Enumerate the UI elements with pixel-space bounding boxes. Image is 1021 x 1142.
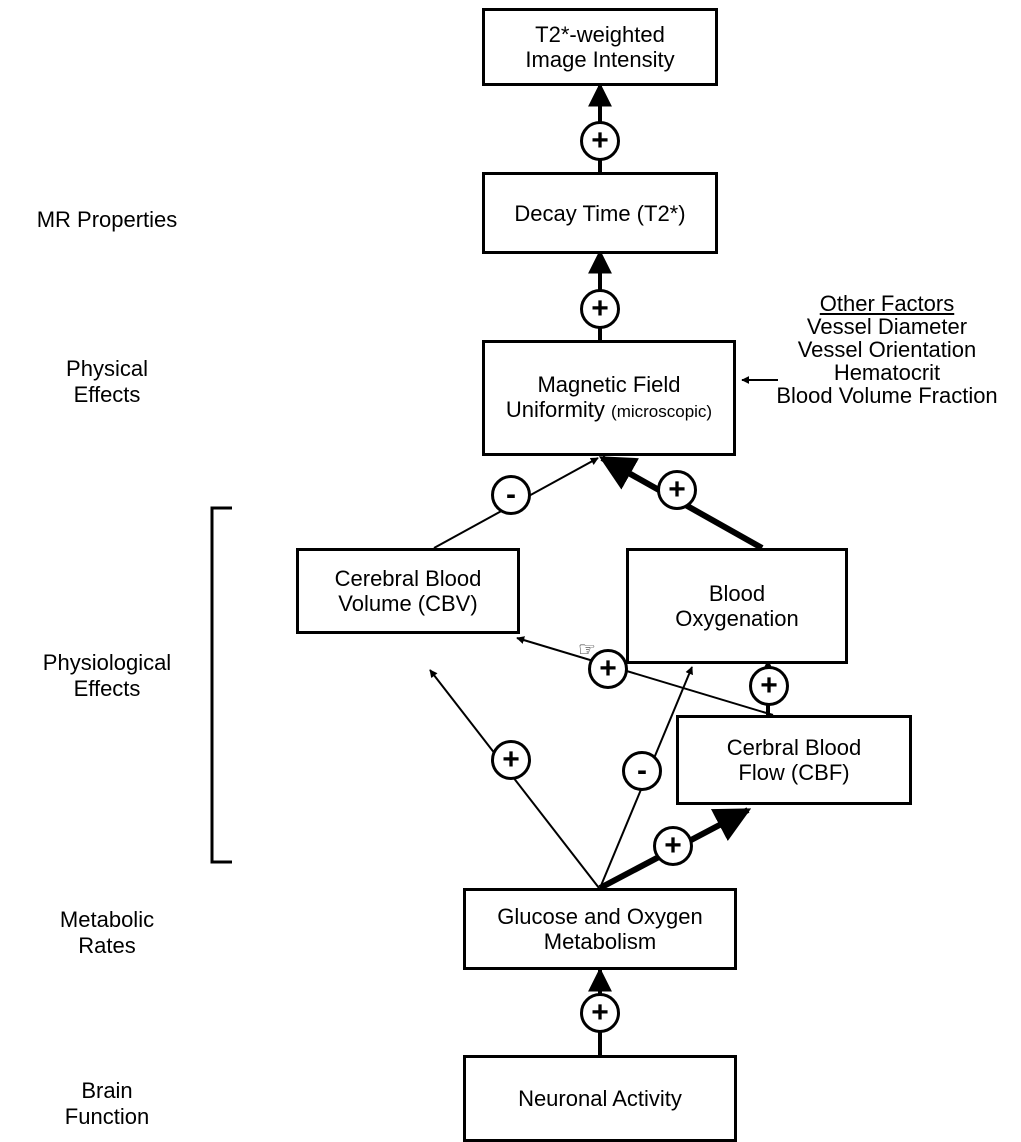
- sign-cbv-to-field: -: [491, 475, 531, 515]
- level-brain-function: Brain Function: [64, 1078, 150, 1129]
- level-physiological-effects: Physiological Effects: [42, 650, 172, 701]
- hand-pointer-icon: ☞: [578, 639, 596, 661]
- other-factors: Other Factors Vessel Diameter Vessel Ori…: [755, 292, 1019, 407]
- node-neuronal: Neuronal Activity: [463, 1055, 737, 1142]
- arrow-cbf-to-cbv: [516, 636, 774, 716]
- level-physical-effects: Physical Effects: [66, 356, 148, 407]
- node-magnetic-field: Magnetic Field Uniformity (microscopic): [482, 340, 736, 456]
- sign-metabolism-to-cbf: +: [653, 826, 693, 866]
- sign-oxygenation-to-field: +: [657, 470, 697, 510]
- factor-item: Vessel Orientation: [797, 337, 977, 362]
- sign-cbf-to-oxygenation: +: [749, 666, 789, 706]
- level-mr-properties: MR Properties: [36, 207, 178, 232]
- factor-item: Vessel Diameter: [806, 314, 968, 339]
- sign-cbf-to-cbv: +: [588, 649, 628, 689]
- other-factors-heading: Other Factors: [819, 291, 955, 316]
- factor-item: Hematocrit: [833, 360, 941, 385]
- sign-metabolism-to-oxygenation: -: [622, 751, 662, 791]
- physiological-bracket: [210, 506, 232, 864]
- sign-metabolism-to-cbv: +: [491, 740, 531, 780]
- sign-decay-to-intensity: +: [580, 121, 620, 161]
- node-decay-time: Decay Time (T2*): [482, 172, 718, 254]
- sign-field-to-decay: +: [580, 289, 620, 329]
- level-metabolic-rates: Metabolic Rates: [59, 907, 155, 958]
- factor-item: Blood Volume Fraction: [776, 383, 998, 408]
- sign-neuronal-to-metabolism: +: [580, 993, 620, 1033]
